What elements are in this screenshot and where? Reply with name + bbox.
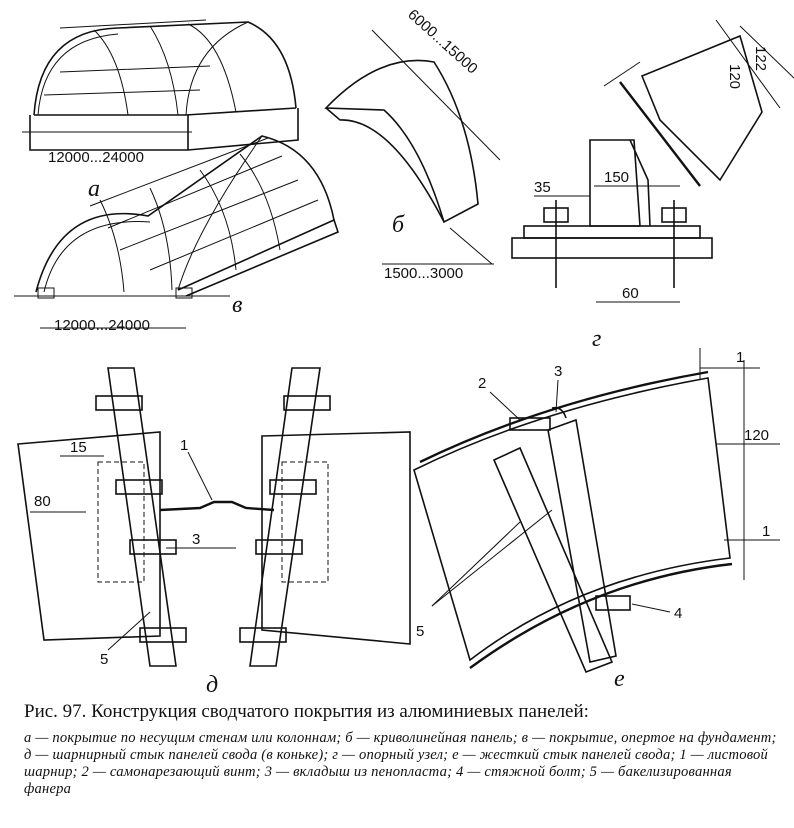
label-1-d: 1 <box>180 437 188 454</box>
letter-v: в <box>232 292 242 318</box>
dim-35-g: 35 <box>534 179 551 196</box>
dim-3-d: 3 <box>192 531 200 548</box>
label-4-e: 4 <box>674 605 682 622</box>
figure-caption: Рис. 97. Конструкция сводчатого покрытия… <box>24 700 780 798</box>
width-label-b: 1500...3000 <box>384 265 463 282</box>
length-label-b: 6000...15000 <box>404 6 480 77</box>
dim-122-g: 122 <box>752 46 769 71</box>
dim-120-g: 120 <box>726 64 743 89</box>
label-1b-e: 1 <box>762 523 770 540</box>
dim-15-d: 15 <box>70 439 87 456</box>
letter-e: е <box>614 666 625 692</box>
label-3-e: 3 <box>554 363 562 380</box>
label-1a-e: 1 <box>736 349 744 366</box>
label-2-e: 2 <box>478 375 486 392</box>
dim-80-d: 80 <box>34 493 51 510</box>
view-g: 120 122 35 150 60 г <box>511 19 794 352</box>
view-d: 15 80 3 1 5 д <box>17 367 411 698</box>
letter-a: а <box>88 176 100 202</box>
letter-d: д <box>206 672 218 698</box>
view-e: 2 3 4 5 1 120 1 е <box>413 348 780 692</box>
label-5-e: 5 <box>416 623 424 640</box>
dim-150-g: 150 <box>604 169 629 186</box>
view-a: 12000...24000 а <box>22 19 299 202</box>
dim-120-e: 120 <box>744 427 769 444</box>
label-5-d: 5 <box>100 651 108 668</box>
letter-g: г <box>592 326 601 352</box>
view-b: 6000...15000 1500...3000 б <box>324 6 501 282</box>
letter-b: б <box>392 212 405 238</box>
caption-title: Рис. 97. Конструкция сводчатого покрытия… <box>24 701 589 722</box>
caption-body: а — покрытие по несущим стенам или колон… <box>24 730 777 797</box>
span-label-a: 12000...24000 <box>48 149 144 166</box>
view-v: 12000...24000 в <box>14 135 339 334</box>
figure-drawing: 12000...24000 а 12000...24000 в 6000...1… <box>14 6 794 698</box>
dim-60-g: 60 <box>622 285 639 302</box>
span-label-v: 12000...24000 <box>54 317 150 334</box>
